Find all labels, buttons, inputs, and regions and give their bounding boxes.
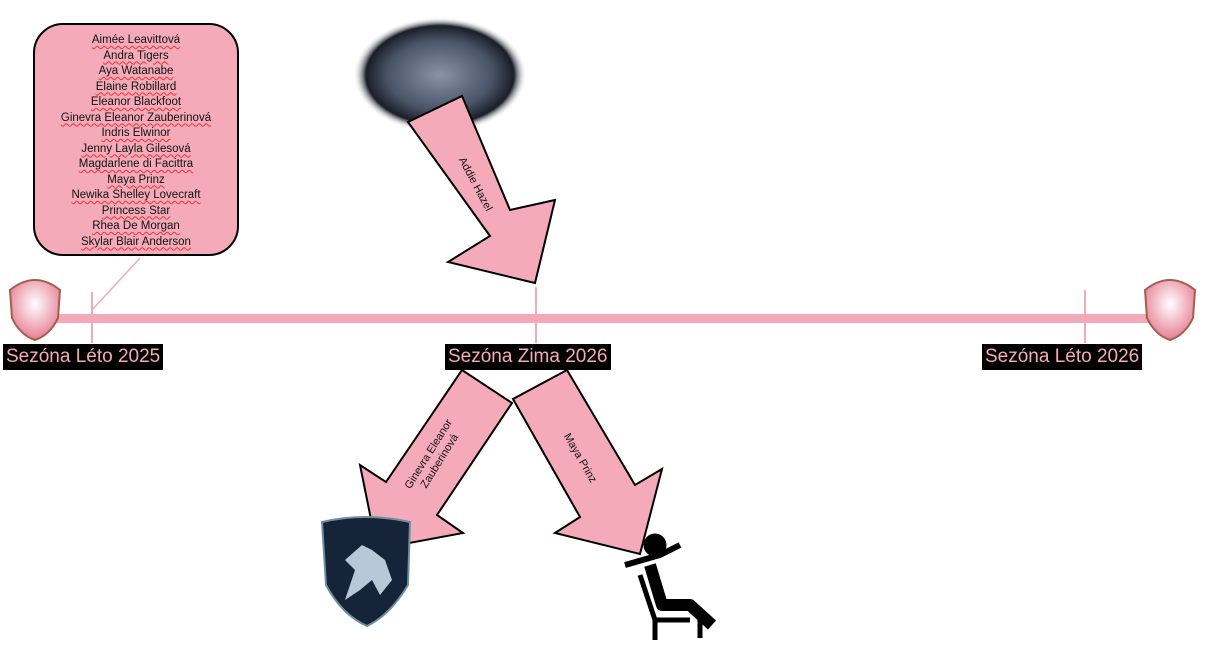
season-label-leto-2025: Sezóna Léto 2025 — [3, 344, 164, 370]
season-label-zima-2026: Sezóna Zima 2026 — [445, 344, 611, 370]
participant-name: Newika Shelley Lovecraft — [71, 189, 201, 201]
arrow-ginevra — [358, 368, 514, 551]
participant-name: Jenny Layla Gilesová — [81, 142, 191, 155]
participant-name: Skylar Blair Anderson — [81, 235, 191, 248]
participant-name: Maya Prinz — [107, 173, 165, 186]
participant-name: Magdarlene di Facittra — [78, 158, 194, 170]
participants-callout: Aimée Leavittová Andra Tigers Aya Watana… — [33, 23, 239, 256]
participant-name: Ginevra Eleanor Zauberinová — [60, 111, 212, 124]
shield-icon-right — [1143, 279, 1197, 342]
unicorn-shield-icon — [320, 516, 412, 628]
participant-name: Eleanor Blackfoot — [90, 96, 182, 108]
castle-image — [353, 17, 527, 133]
participant-name: Aimée Leavittová — [91, 34, 181, 46]
participant-name: Princess Star — [101, 204, 171, 217]
arrow-maya — [511, 368, 664, 556]
participant-name: Indris Elwinor — [101, 127, 171, 139]
shield-icon-left — [8, 279, 62, 342]
callout-connector — [91, 257, 141, 311]
arrow-addie-hazel — [406, 94, 557, 285]
season-label-leto-2026: Sezóna Léto 2026 — [982, 344, 1143, 370]
timeline-bar — [40, 314, 1170, 323]
participant-name: Elaine Robillard — [95, 80, 177, 93]
relaxing-person-icon — [624, 533, 717, 640]
participant-name: Aya Watanabe — [98, 65, 174, 77]
participant-name: Rhea De Morgan — [92, 220, 180, 232]
participant-name: Andra Tigers — [103, 49, 169, 62]
